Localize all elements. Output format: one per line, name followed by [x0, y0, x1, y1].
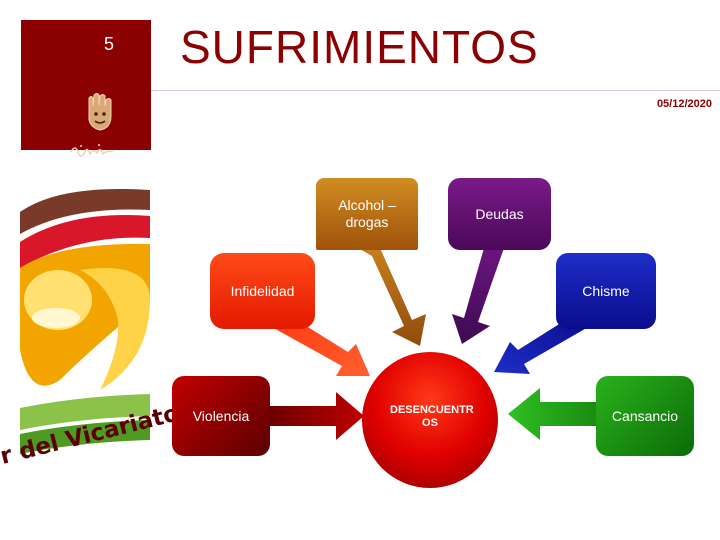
node-deudas: Deudas — [448, 178, 551, 250]
logo-panel: 5 — [21, 20, 151, 157]
slide-date: 05/12/2020 — [656, 98, 712, 110]
node-alcohol-label: Alcohol – drogas — [338, 197, 396, 230]
node-cansancio: Cansancio — [596, 376, 694, 456]
arrow-alcohol — [358, 248, 426, 346]
arrow-violencia — [270, 392, 364, 440]
header-divider — [151, 90, 720, 91]
arrow-deudas — [452, 248, 504, 344]
arrow-infidelidad — [270, 316, 370, 376]
node-violencia-label: Violencia — [192, 408, 250, 424]
hand-logo-icon — [88, 93, 112, 131]
node-infidelidad-label: Infidelidad — [230, 283, 295, 299]
decorative-swirl-art — [20, 188, 150, 454]
node-chisme: Chisme — [556, 253, 656, 329]
signature-icon — [70, 144, 114, 157]
slide-title: SUFRIMIENTOS — [180, 21, 539, 73]
node-alcohol-drogas: Alcohol – drogas — [316, 178, 418, 250]
node-infidelidad: Infidelidad — [210, 253, 315, 329]
slide-number: 5 — [103, 34, 114, 54]
node-chisme-label: Chisme — [582, 283, 630, 299]
arrow-chisme — [494, 316, 590, 374]
node-violencia: Violencia — [172, 376, 270, 456]
arrow-cansancio — [508, 388, 596, 440]
center-node-desencuentros: DESENCUENTR OS — [362, 352, 498, 488]
node-cansancio-label: Cansancio — [611, 408, 679, 424]
node-deudas-label: Deudas — [475, 206, 524, 222]
center-node-label: DESENCUENTR OS — [390, 404, 474, 429]
